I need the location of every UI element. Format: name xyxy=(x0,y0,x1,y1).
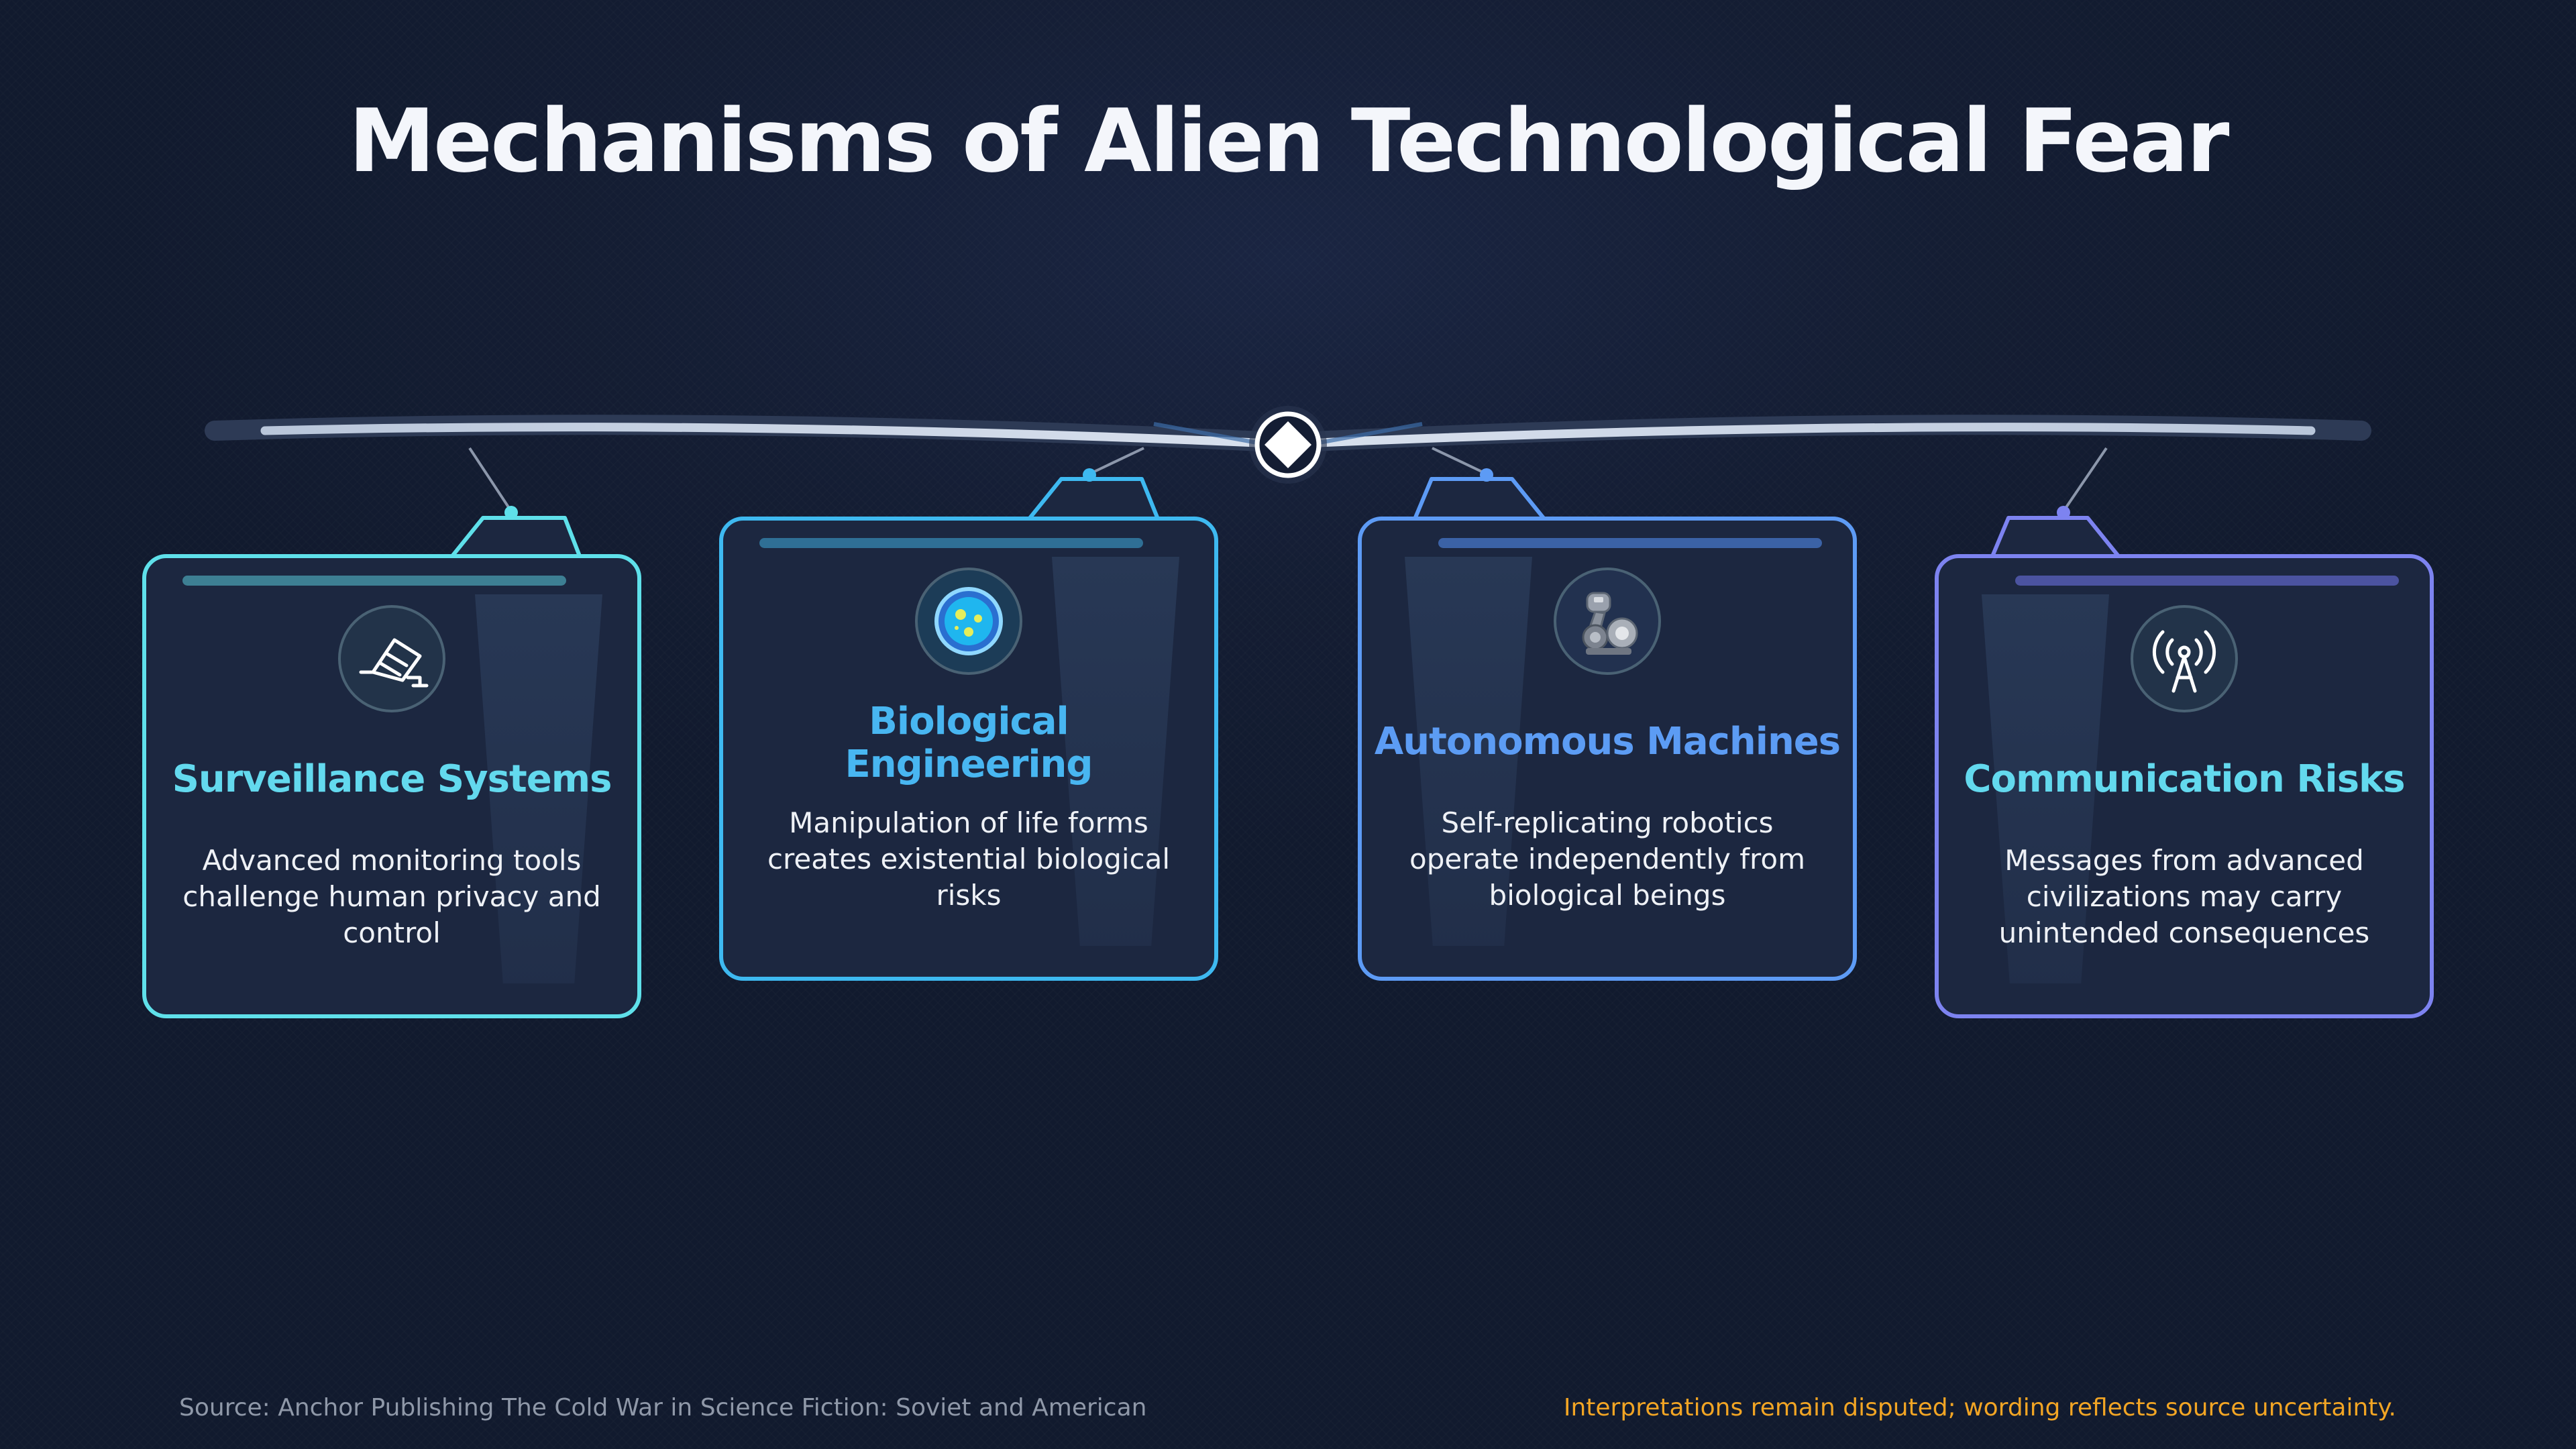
card-top-bar xyxy=(1438,538,1822,548)
card-communication-risks: Communication Risks Messages from advanc… xyxy=(1935,554,2434,1018)
card-heading: Biological Engineering xyxy=(723,700,1214,786)
card-heading: Autonomous Machines xyxy=(1374,720,1841,763)
card-surveillance-systems: Surveillance Systems Advanced monitoring… xyxy=(142,554,641,1018)
page-title: Mechanisms of Alien Technological Fear xyxy=(348,90,2230,192)
card-top-bar xyxy=(2015,576,2399,586)
card-top-bar xyxy=(759,538,1143,548)
hub-diamond-icon xyxy=(1249,406,1327,484)
card-heading-line: Biological xyxy=(869,700,1069,743)
pendant-lines xyxy=(468,447,2108,513)
card-tabs xyxy=(447,468,2123,561)
card-autonomous-machines: Autonomous Machines Self-replicating rob… xyxy=(1358,517,1857,981)
card-heading: Surveillance Systems xyxy=(172,757,612,801)
card-biological-engineering: Biological Engineering Manipulation of l… xyxy=(719,517,1218,981)
card-heading-line: Engineering xyxy=(845,743,1093,786)
petri-dish-icon xyxy=(915,568,1022,675)
card-description: Messages from advanced civilizations may… xyxy=(1998,844,2370,949)
card-description: Self-replicating robotics operate indepe… xyxy=(1409,806,1805,912)
card-heading: Communication Risks xyxy=(1964,757,2405,801)
card-description: Manipulation of life forms creates exist… xyxy=(767,806,1171,912)
uncertainty-note: Interpretations remain disputed; wording… xyxy=(1563,1394,2396,1421)
card-top-bar xyxy=(182,576,566,586)
security-camera-icon xyxy=(338,605,445,712)
source-citation: Source: Anchor Publishing The Cold War i… xyxy=(179,1394,1147,1421)
card-description: Advanced monitoring tools challenge huma… xyxy=(182,844,601,949)
robot-arm-icon xyxy=(1554,568,1661,675)
radio-tower-icon xyxy=(2131,605,2238,712)
